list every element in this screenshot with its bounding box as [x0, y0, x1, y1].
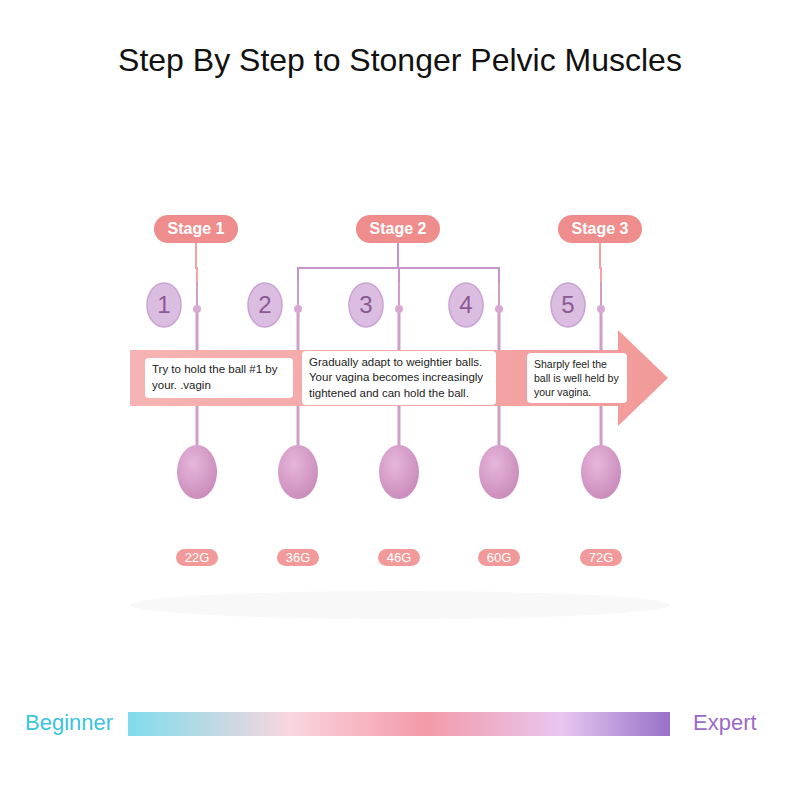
title: Step By Step to Stonger Pelvic Muscles — [0, 42, 800, 79]
number-oval — [444, 282, 504, 328]
node-label: 36G — [286, 550, 311, 565]
callout-number: 1 — [142, 282, 186, 328]
weight-pill: 22G — [176, 549, 219, 566]
string-top — [498, 282, 500, 308]
shadow — [130, 591, 670, 619]
string-top — [196, 282, 198, 308]
string-top — [398, 282, 400, 308]
ball-number: 1 — [142, 282, 202, 328]
weight-pill: 36G — [277, 549, 320, 566]
note-text: Sharply feel the ball is well held by yo… — [534, 357, 620, 400]
ball-number: 3 — [344, 282, 404, 328]
ball — [581, 445, 621, 499]
number-oval — [243, 282, 303, 328]
note-text: Try to hold the ball #1 by your. .vagin — [152, 362, 286, 393]
leader-line — [298, 243, 398, 282]
string-dot — [193, 305, 201, 313]
node-label: 72G — [589, 550, 614, 565]
node-label: 22G — [185, 550, 210, 565]
node-label: Stage 2 — [370, 220, 427, 238]
stage-pill: Stage 1 — [154, 215, 239, 243]
level-label: Expert — [693, 710, 757, 736]
leader-line — [600, 243, 601, 282]
ball-shadows — [130, 591, 670, 619]
leader-line — [398, 243, 499, 282]
progress-arrow — [130, 330, 668, 426]
ball — [479, 445, 519, 499]
node-label: 60G — [487, 550, 512, 565]
string-top — [600, 282, 602, 308]
ball-number: 2 — [243, 282, 303, 328]
note-text: Gradually adapt to weightier balls. Your… — [309, 355, 489, 402]
ball — [379, 445, 419, 499]
weight-pill: 60G — [478, 549, 521, 566]
string-dot — [495, 305, 503, 313]
callout-number: 2 — [243, 282, 287, 328]
ball — [278, 445, 318, 499]
text-box: Gradually adapt to weightier balls. Your… — [302, 351, 496, 406]
text-box: Sharply feel the ball is well held by yo… — [527, 353, 627, 404]
string-dot — [395, 305, 403, 313]
string-top — [297, 282, 299, 308]
number-oval — [546, 282, 606, 328]
ball — [177, 445, 217, 499]
callout-number: 4 — [444, 282, 488, 328]
stage-pill: Stage 3 — [558, 215, 643, 243]
node-label: Stage 3 — [572, 220, 629, 238]
level-label: Beginner — [25, 710, 113, 736]
number-oval — [344, 282, 404, 328]
number-oval — [142, 282, 202, 328]
weight-pill: 46G — [378, 549, 421, 566]
weight-pill: 72G — [580, 549, 623, 566]
stage-pill: Stage 2 — [356, 215, 441, 243]
string-dot — [597, 305, 605, 313]
node-label: 46G — [387, 550, 412, 565]
node-label: Stage 1 — [168, 220, 225, 238]
ball-number: 4 — [444, 282, 504, 328]
ball-number: 5 — [546, 282, 606, 328]
callout-number: 5 — [546, 282, 590, 328]
string-dot — [294, 305, 302, 313]
callout-number: 3 — [344, 282, 388, 328]
text-box: Try to hold the ball #1 by your. .vagin — [145, 358, 293, 397]
leader-line — [196, 243, 197, 282]
kegel-balls — [177, 445, 621, 499]
level-bar — [128, 712, 670, 736]
